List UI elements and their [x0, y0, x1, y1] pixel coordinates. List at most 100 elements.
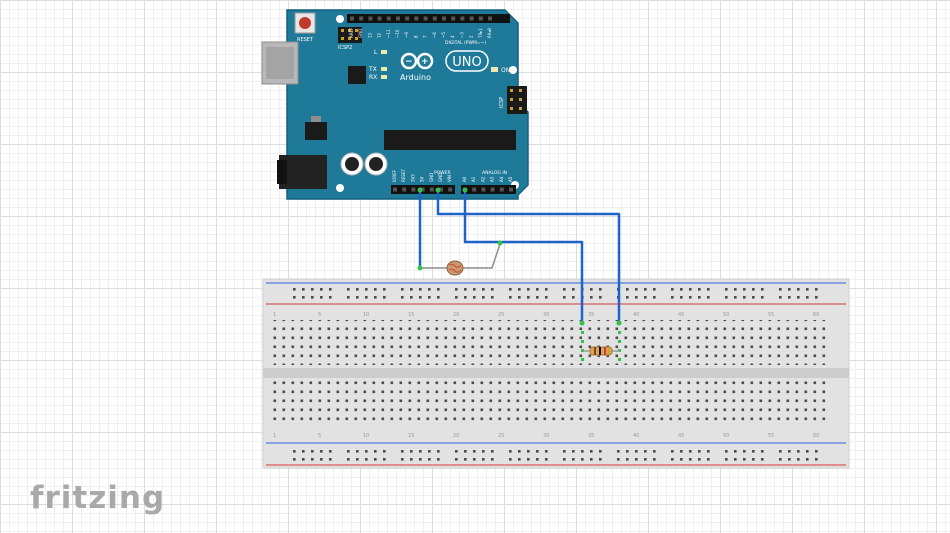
rail-hole	[599, 450, 602, 453]
rail-hole	[743, 296, 746, 299]
column-number: 50	[723, 433, 729, 439]
resistor[interactable]	[583, 346, 620, 356]
rail-hole	[761, 450, 764, 453]
wire-a0[interactable]	[463, 188, 584, 325]
header-pin[interactable]	[432, 16, 437, 21]
rail-hole	[482, 450, 485, 453]
header-pin[interactable]	[386, 16, 391, 21]
pin-label: ~11	[386, 29, 391, 38]
voltage-regulator	[305, 122, 327, 140]
header-pin[interactable]	[411, 187, 416, 192]
terminal-strip-top	[270, 320, 828, 365]
pin-label: 12	[377, 32, 382, 38]
rail-hole	[806, 288, 809, 291]
header-pin[interactable]	[350, 16, 354, 21]
pin-label: 8	[413, 35, 418, 38]
rail-hole	[329, 288, 332, 291]
rail-hole	[563, 288, 566, 291]
rail-hole	[374, 296, 377, 299]
column-number: 15	[408, 312, 414, 318]
arduino-uno-board[interactable]: RESET ICSP2 L TX RX − + UNO Arduino	[261, 9, 529, 200]
header-pin[interactable]	[439, 187, 443, 192]
header-pin[interactable]	[481, 187, 486, 192]
rail-hole	[311, 288, 314, 291]
power-header-pins	[393, 187, 453, 192]
wire-5v[interactable]	[436, 188, 621, 325]
column-number: 10	[363, 312, 369, 318]
pin-label: ~6	[432, 32, 437, 38]
arduino-logo-text: Arduino	[400, 73, 431, 82]
header-pin[interactable]	[448, 187, 453, 192]
rail-hole	[644, 458, 647, 461]
top-power-rail-holes	[293, 288, 818, 299]
header-pin[interactable]	[402, 187, 407, 192]
rail-hole	[779, 296, 782, 299]
rail-hole	[410, 458, 413, 461]
rail-hole	[455, 450, 458, 453]
rail-hole	[653, 450, 656, 453]
led-rx	[381, 75, 387, 79]
mounting-hole	[336, 184, 344, 192]
photoresistor[interactable]	[446, 260, 464, 276]
rail-hole	[374, 458, 377, 461]
header-pin[interactable]	[509, 187, 513, 192]
uno-text: UNO	[452, 55, 481, 70]
column-number: 10	[363, 433, 369, 439]
header-pin[interactable]	[460, 16, 465, 21]
rail-hole	[635, 296, 638, 299]
rail-hole	[419, 288, 422, 291]
rail-hole	[518, 296, 521, 299]
header-pin[interactable]	[429, 187, 434, 192]
rail-hole	[761, 296, 764, 299]
rail-hole	[734, 450, 737, 453]
rail-hole	[419, 450, 422, 453]
pin-label: TX▸1	[478, 28, 483, 39]
rail-hole	[464, 458, 467, 461]
rail-hole	[752, 450, 755, 453]
rail-hole	[365, 288, 368, 291]
atmega-chip	[384, 130, 516, 150]
header-pin[interactable]	[396, 16, 400, 21]
header-pin[interactable]	[423, 16, 428, 21]
header-pin[interactable]	[490, 187, 495, 192]
header-pin[interactable]	[414, 16, 419, 21]
column-number: 20	[453, 312, 459, 318]
rail-hole	[320, 458, 323, 461]
svg-text:−: −	[405, 57, 413, 67]
header-pin[interactable]	[469, 16, 474, 21]
rail-hole	[797, 458, 800, 461]
bottom-power-rail-holes	[293, 450, 818, 461]
rail-hole	[680, 288, 683, 291]
rail-hole	[545, 288, 548, 291]
header-pin[interactable]	[368, 16, 373, 21]
rail-hole	[779, 450, 782, 453]
rail-hole	[671, 288, 674, 291]
rail-hole	[293, 458, 296, 461]
pin-label: 13	[367, 32, 372, 38]
header-pin[interactable]	[451, 16, 456, 21]
header-pin[interactable]	[393, 187, 397, 192]
rail-hole	[527, 458, 530, 461]
rail-hole	[293, 288, 296, 291]
header-pin[interactable]	[499, 187, 504, 192]
rail-hole	[311, 296, 314, 299]
led-rx-label: RX	[369, 74, 377, 81]
rail-hole	[689, 288, 692, 291]
fritzing-logo: fritzing	[30, 480, 166, 516]
header-pin[interactable]	[405, 16, 410, 21]
rail-hole	[671, 450, 674, 453]
header-pin[interactable]	[420, 187, 425, 192]
rail-hole	[293, 450, 296, 453]
header-pin[interactable]	[488, 16, 492, 21]
rail-hole	[410, 450, 413, 453]
pin-label: A4	[499, 176, 504, 182]
header-pin[interactable]	[478, 16, 483, 21]
header-pin[interactable]	[442, 16, 446, 21]
header-pin[interactable]	[472, 187, 477, 192]
header-pin[interactable]	[359, 16, 364, 21]
rail-hole	[419, 296, 422, 299]
wires[interactable]	[418, 188, 621, 325]
header-pin[interactable]	[377, 16, 382, 21]
